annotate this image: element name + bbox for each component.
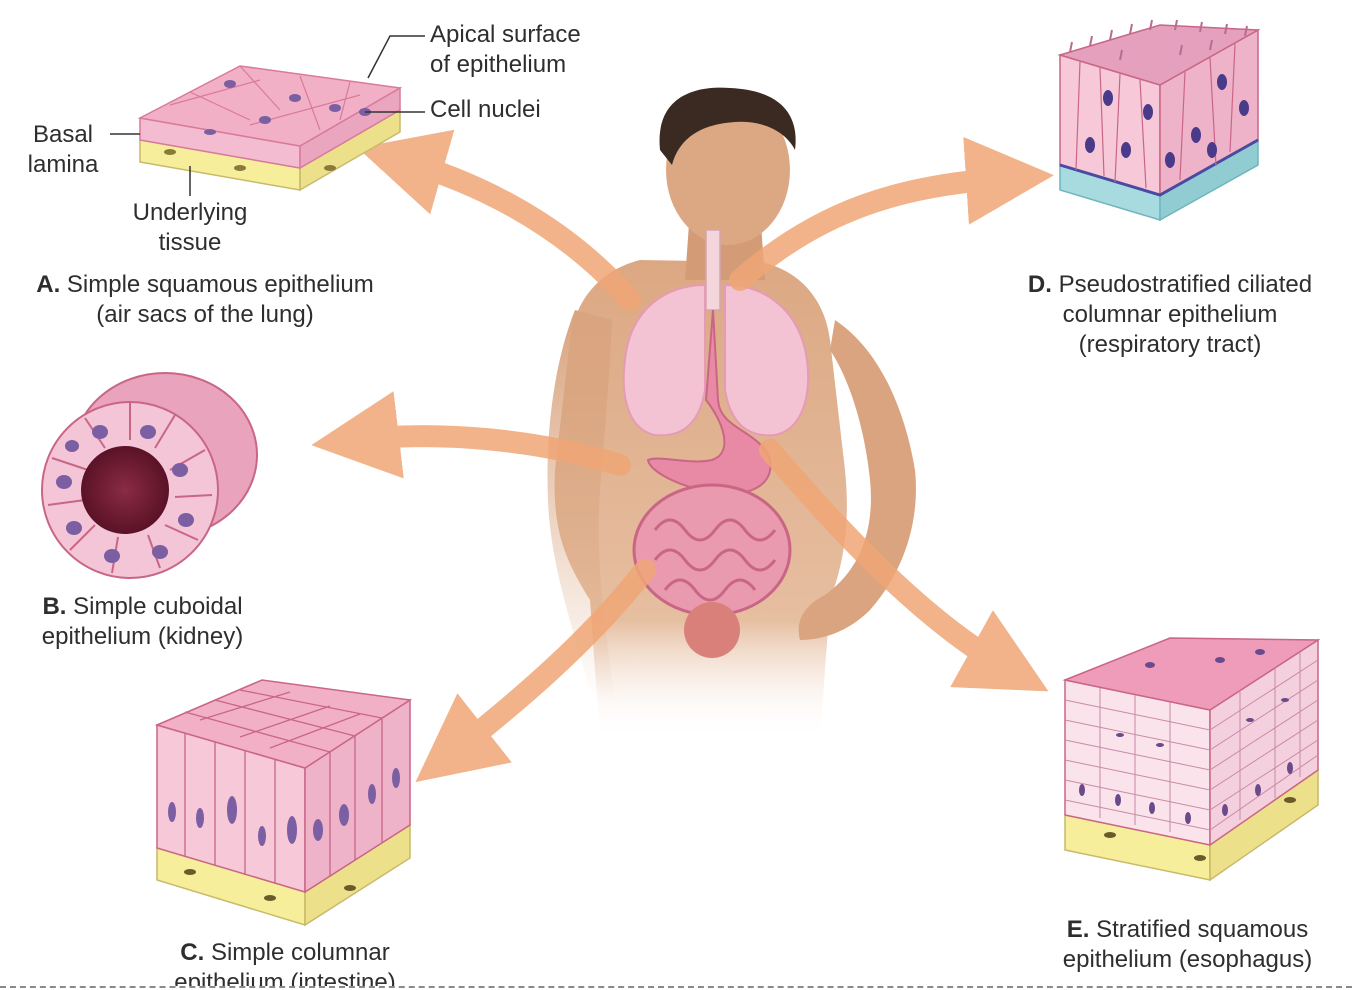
arrow-to-c — [415, 559, 656, 783]
label-apical-line1: Apical surface — [430, 21, 581, 48]
caption-c-letter: C. — [180, 939, 205, 966]
bottom-dashed-border — [0, 986, 1352, 988]
caption-b-letter: B. — [42, 593, 67, 620]
right-lung — [724, 283, 809, 437]
caption-b-line1: Simple cuboidal — [73, 593, 243, 620]
human-figure — [547, 87, 916, 740]
label-apical-surface: Apical surface of epithelium — [430, 20, 581, 80]
label-basal-lamina: Basal lamina — [18, 120, 108, 180]
caption-c-line1: Simple columnar — [210, 939, 390, 966]
caption-d: D. Pseudostratified ciliated columnar ep… — [1000, 270, 1340, 360]
block-c-columnar — [154, 679, 413, 927]
caption-d-line1: Pseudostratified ciliated — [1058, 271, 1313, 298]
arrow-to-e — [759, 439, 1049, 692]
label-basal-line2: lamina — [27, 151, 99, 178]
caption-d-letter: D. — [1027, 271, 1052, 298]
label-underlying-line1: Underlying — [132, 199, 248, 226]
caption-d-line3: (respiratory tract) — [1078, 331, 1262, 358]
left-lung — [622, 283, 706, 437]
label-underlying-tissue: Underlying tissue — [115, 198, 265, 258]
block-a-squamous — [110, 35, 425, 196]
intestine-coils — [653, 518, 777, 602]
intestines — [632, 483, 792, 617]
label-apical-line2: of epithelium — [430, 51, 567, 78]
block-b-cuboidal — [41, 372, 258, 579]
left-arm — [547, 310, 615, 700]
caption-c-line2: epithelium (intestine) — [174, 969, 396, 986]
stomach — [646, 309, 772, 495]
caption-c-clip: C. Simple columnar epithelium (intestine… — [150, 938, 420, 986]
trachea — [705, 229, 721, 311]
caption-e-letter: E. — [1066, 916, 1090, 943]
caption-a: A. Simple squamous epithelium (air sacs … — [10, 270, 400, 330]
label-cell-nuclei: Cell nuclei — [430, 96, 541, 123]
label-basal-line1: Basal — [32, 121, 94, 148]
caption-b-line2: epithelium (kidney) — [41, 623, 244, 650]
arrow-to-d — [729, 136, 1054, 291]
block-e-stratified — [1062, 637, 1321, 882]
bladder — [684, 602, 740, 658]
caption-a-line2: (air sacs of the lung) — [96, 301, 314, 328]
caption-a-letter: A. — [36, 271, 61, 298]
caption-b: B. Simple cuboidal epithelium (kidney) — [20, 592, 265, 652]
caption-a-line1: Simple squamous epithelium — [66, 271, 374, 298]
caption-e-line2: epithelium (esophagus) — [1062, 946, 1313, 973]
caption-e-line1: Stratified squamous — [1096, 916, 1309, 943]
block-d-pseudostratified — [1057, 19, 1261, 222]
arrows — [311, 129, 1054, 783]
label-underlying-line2: tissue — [158, 229, 222, 256]
arrow-to-a — [357, 129, 641, 311]
head — [666, 95, 790, 245]
arrow-to-b — [311, 391, 631, 479]
caption-d-line2: columnar epithelium — [1062, 301, 1278, 328]
hair — [659, 87, 796, 165]
caption-e: E. Stratified squamous epithelium (esoph… — [1035, 915, 1340, 975]
caption-c: C. Simple columnar epithelium (intestine… — [150, 938, 420, 986]
